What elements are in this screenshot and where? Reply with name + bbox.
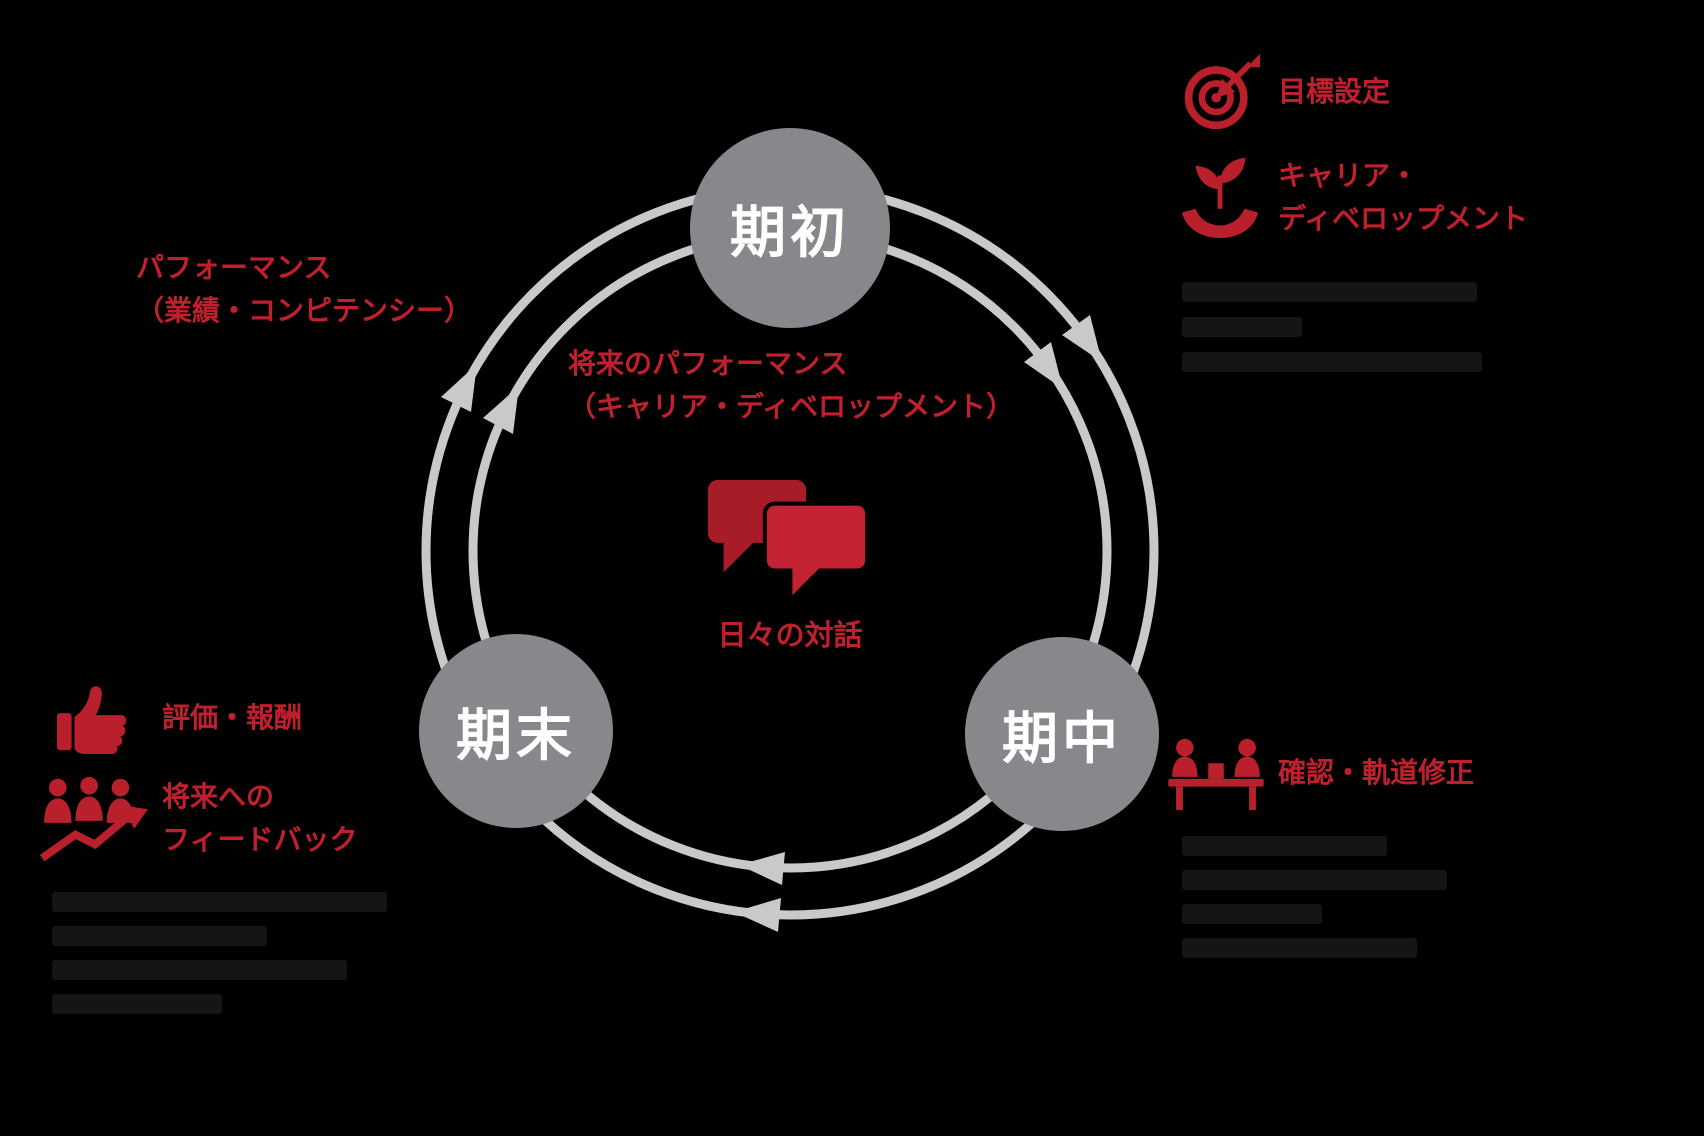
obscured-text-line xyxy=(52,926,267,946)
obscured-text-line xyxy=(52,892,387,912)
node-beginning-of-period: 期初 xyxy=(690,128,890,328)
target-icon xyxy=(1172,52,1268,132)
obscured-text-line xyxy=(52,960,347,980)
bottom-right-annotations: 確認・軌道修正 xyxy=(1166,736,1474,810)
performance-caption: パフォーマンス （業績・コンピテンシー） xyxy=(136,246,472,333)
performance-caption-line2: （業績・コンピテンシー） xyxy=(136,294,473,328)
obscured-text-line xyxy=(1182,282,1477,302)
node-label: 期中 xyxy=(1002,706,1122,772)
obscured-text-block-bottom-left xyxy=(52,892,387,1014)
flow-arrow-bottom-outer xyxy=(734,898,781,932)
obscured-text-line xyxy=(1182,836,1387,856)
thumbs-up-icon xyxy=(36,680,152,756)
obscured-text-block-right xyxy=(1182,282,1482,372)
obscured-text-line xyxy=(1182,904,1322,924)
node-mid-period: 期中 xyxy=(965,637,1159,831)
future-feedback-item: 将来への フィードバック xyxy=(36,772,357,864)
future-feedback-label: 将来への フィードバック xyxy=(162,779,358,856)
future-performance-caption: 将来のパフォーマンス （キャリア・ディベロップメント） xyxy=(568,342,1014,429)
performance-caption-line1: パフォーマンス xyxy=(136,251,332,284)
check-correction-item: 確認・軌道修正 xyxy=(1166,736,1474,810)
seedling-hand-icon xyxy=(1172,154,1268,240)
node-label: 期末 xyxy=(456,703,576,769)
node-end-of-period: 期末 xyxy=(419,634,613,828)
daily-dialogue-label: 日々の対話 xyxy=(717,618,863,652)
future-performance-line2: （キャリア・ディベロップメント） xyxy=(568,390,1015,424)
check-correction-label: 確認・軌道修正 xyxy=(1278,756,1475,790)
goal-setting-label: 目標設定 xyxy=(1278,75,1391,109)
flow-arrow-left-inner xyxy=(483,386,519,434)
obscured-text-line xyxy=(52,994,222,1014)
top-right-annotations: 目標設定 キャリア・ ディベロップメント xyxy=(1172,52,1528,241)
evaluation-reward-label: 評価・報酬 xyxy=(162,701,303,735)
goal-setting-item: 目標設定 xyxy=(1172,52,1528,132)
obscured-text-line xyxy=(1182,938,1417,958)
node-label: 期初 xyxy=(730,200,850,266)
bottom-left-annotations: 評価・報酬 将来への フィードバック xyxy=(36,680,357,864)
flow-arrow-left-outer xyxy=(441,364,477,412)
flow-arrow-bottom-inner xyxy=(739,852,785,885)
obscured-text-line xyxy=(1182,317,1302,337)
evaluation-reward-item: 評価・報酬 xyxy=(36,680,357,756)
chat-bubbles-icon xyxy=(707,480,870,602)
meeting-icon xyxy=(1166,736,1266,810)
obscured-text-line xyxy=(1182,870,1447,890)
future-performance-line1: 将来のパフォーマンス xyxy=(568,347,848,380)
career-development-label: キャリア・ ディベロップメント xyxy=(1278,159,1529,236)
people-growth-icon xyxy=(36,772,152,864)
flow-arrow-right-inner xyxy=(1024,342,1063,389)
career-development-item: キャリア・ ディベロップメント xyxy=(1172,154,1528,241)
obscured-text-block-bottom-right xyxy=(1182,836,1447,958)
flow-arrow-right-outer xyxy=(1062,315,1102,362)
obscured-text-line xyxy=(1182,352,1482,372)
